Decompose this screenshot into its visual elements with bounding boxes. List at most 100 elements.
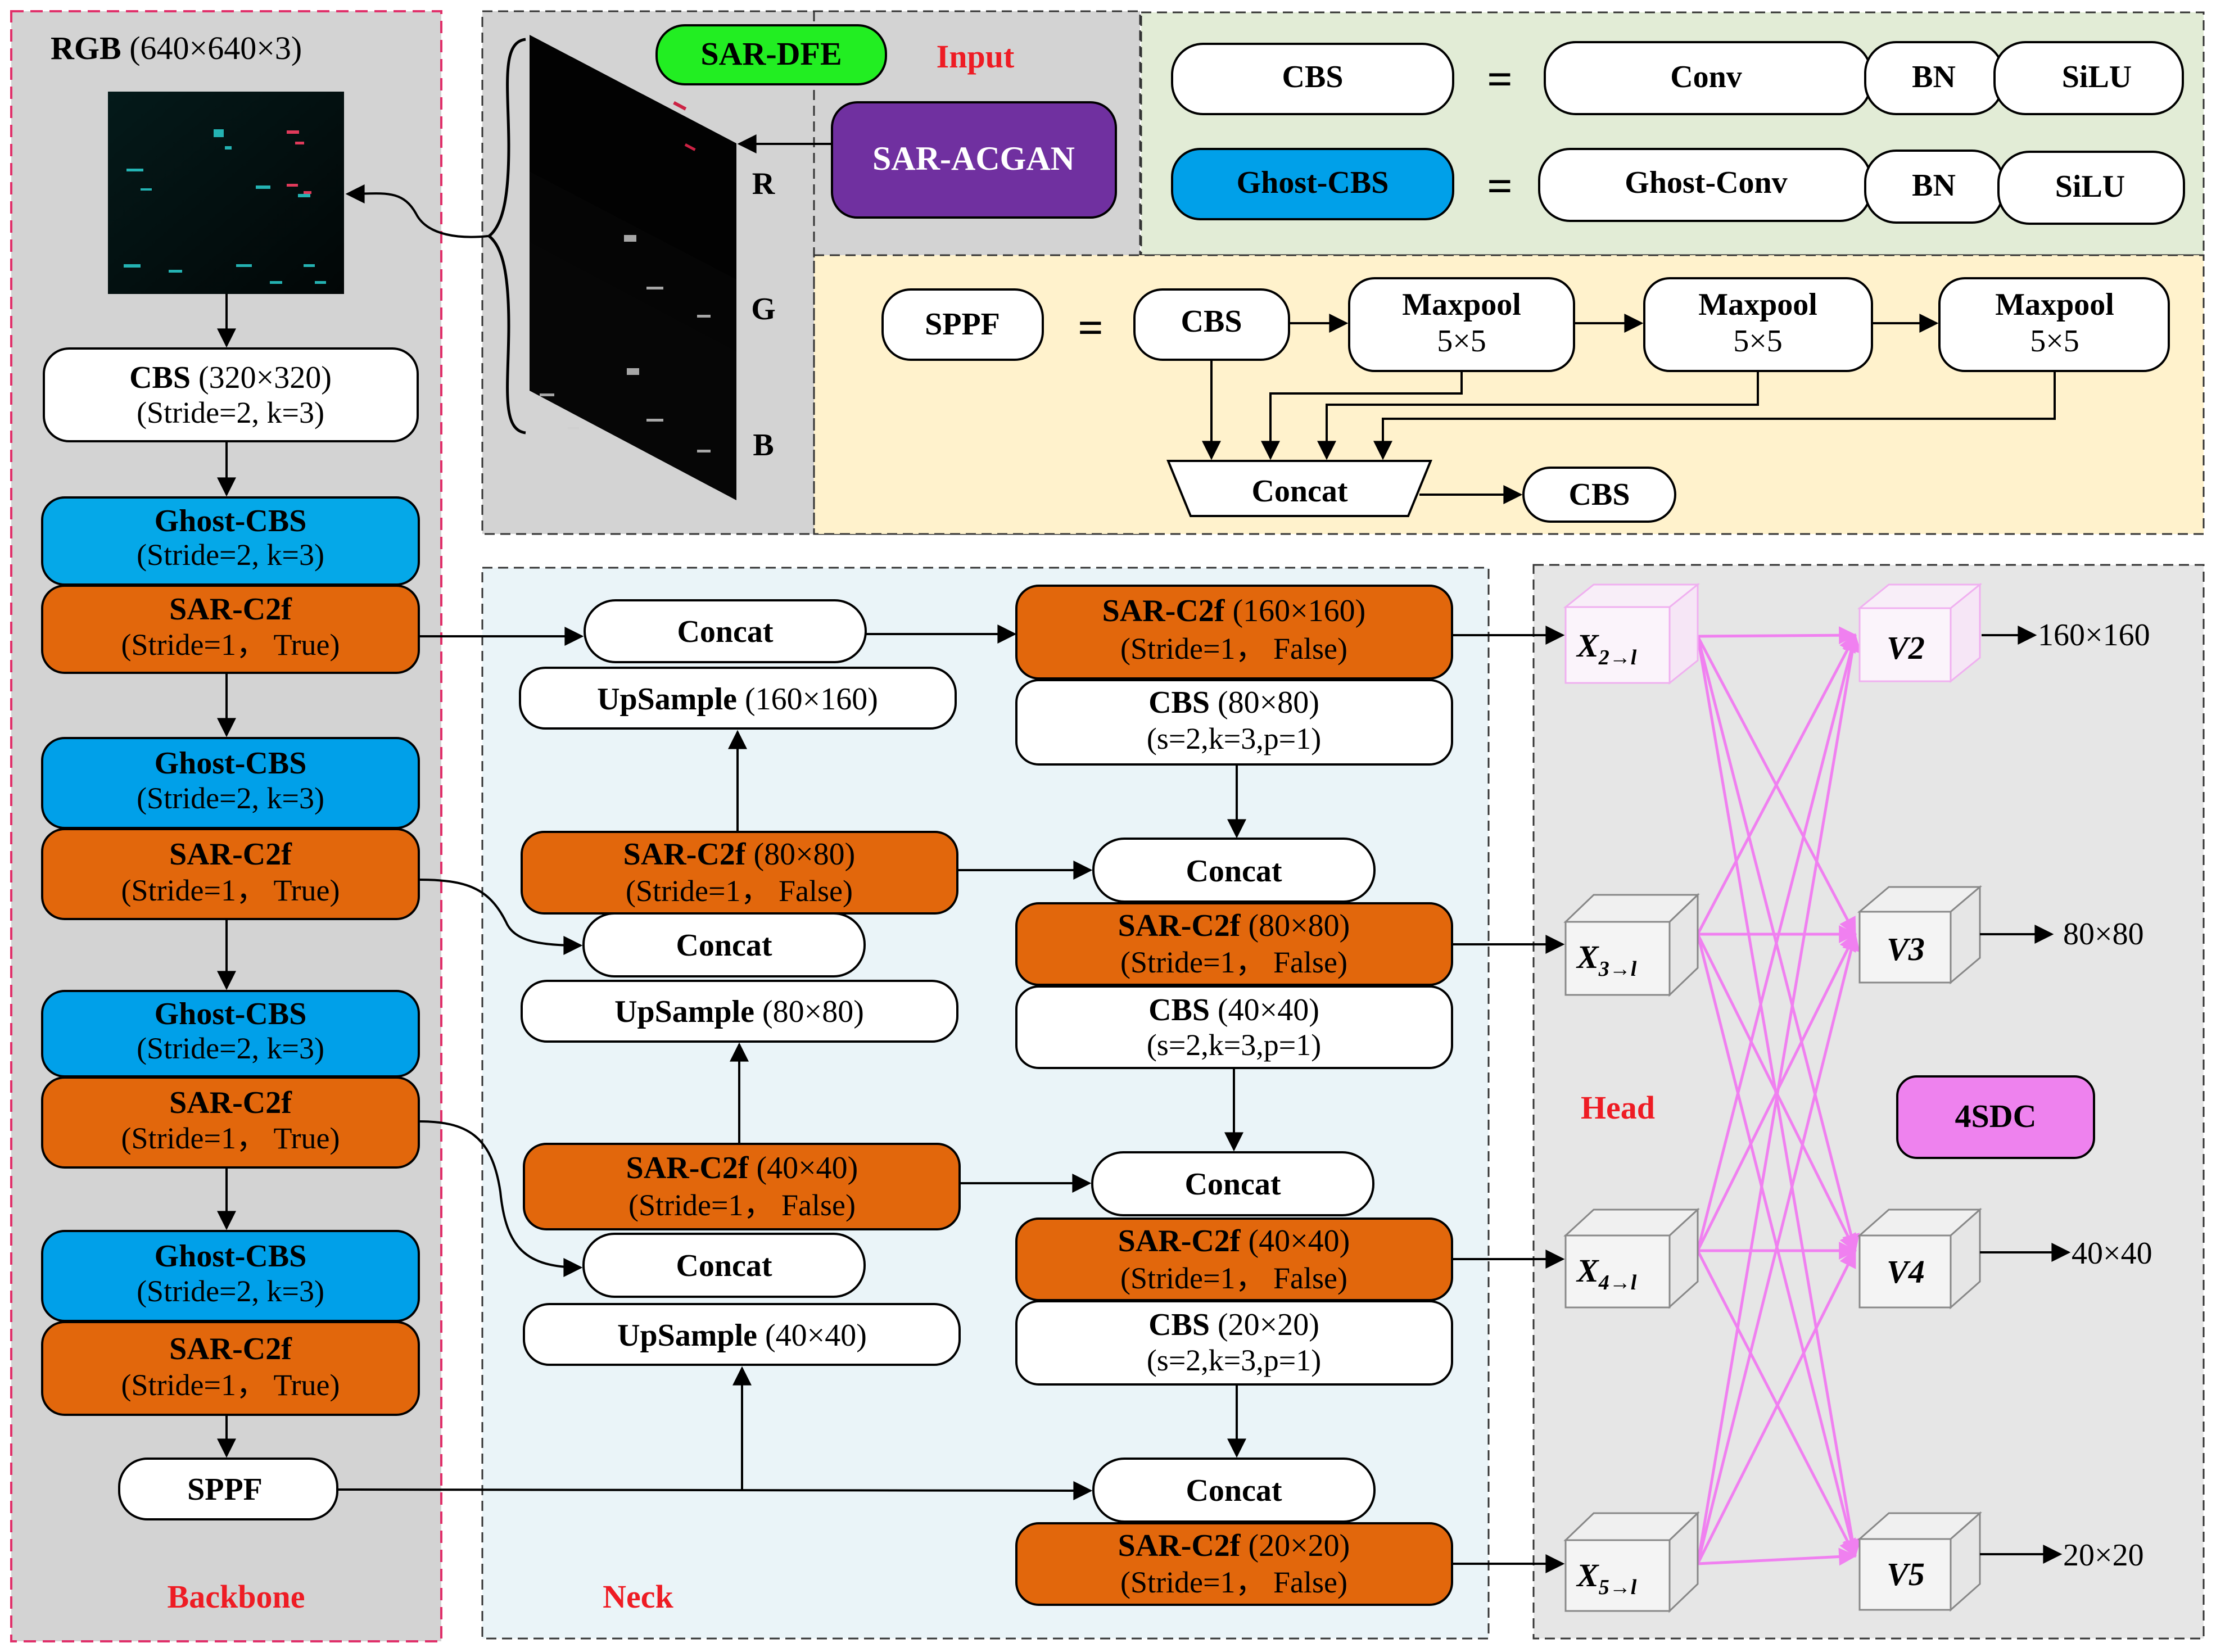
v4-cube: V4 — [1857, 1207, 1982, 1310]
svg-text:SAR-C2f (160×160): SAR-C2f (160×160) — [1102, 594, 1366, 628]
legend-concat-trapezoid: Concat — [1166, 460, 1432, 517]
legend-silu-pill-1: SiLU — [1993, 41, 2184, 115]
channel-image-b — [530, 242, 736, 500]
size-160: 160×160 — [2038, 618, 2150, 653]
legend-eq-1: = — [1487, 55, 1513, 105]
svg-text:V2: V2 — [1887, 630, 1925, 666]
svg-text:4SDC: 4SDC — [1955, 1098, 2036, 1134]
svg-text:Concat: Concat — [1251, 474, 1347, 509]
svg-text:(Stride=1， True): (Stride=1， True) — [121, 873, 340, 907]
ghost-cbs-box-1: Ghost-CBS (Stride=2, k=3) — [41, 496, 420, 586]
svg-text:CBS: CBS — [1181, 304, 1242, 339]
svg-text:Ghost-CBS: Ghost-CBS — [155, 997, 307, 1031]
svg-text:Maxpool: Maxpool — [1698, 287, 1817, 322]
legend-maxpool-3: Maxpool 5×5 — [1938, 277, 2170, 372]
svg-text:UpSample (40×40): UpSample (40×40) — [617, 1318, 867, 1353]
svg-text:SPPF: SPPF — [187, 1472, 263, 1507]
head-link-x4-v2 — [1696, 633, 1860, 1251]
neck-concat-20: Concat — [1092, 1458, 1376, 1523]
svg-text:CBS (40×40): CBS (40×40) — [1148, 993, 1319, 1028]
v3-cube: V3 — [1857, 885, 1983, 985]
svg-text:(Stride=2, k=3): (Stride=2, k=3) — [137, 781, 324, 815]
legend-bn-pill-1: BN — [1864, 41, 2004, 115]
neck-sar-c2f-80-right: SAR-C2f (80×80) (Stride=1， False) — [1015, 902, 1453, 986]
input-label: Input — [937, 38, 1015, 75]
neck-sar-c2f-40-right: SAR-C2f (40×40) (Stride=1， False) — [1015, 1217, 1453, 1301]
svg-text:CBS (20×20): CBS (20×20) — [1148, 1307, 1319, 1342]
svg-text:(s=2,k=3,p=1): (s=2,k=3,p=1) — [1147, 1028, 1321, 1062]
neck-sar-c2f-80-left: SAR-C2f (80×80) (Stride=1， False) — [521, 831, 958, 915]
cbs-320-box: CBS (320×320) (Stride=2, k=3) — [43, 347, 419, 442]
ghost-cbs-box-3: Ghost-CBS (Stride=2, k=3) — [41, 990, 420, 1078]
legend-ghost-cbs-pill: Ghost-CBS — [1171, 148, 1454, 220]
size-20: 20×20 — [2063, 1538, 2144, 1573]
head-link-x5-v4 — [1696, 1249, 1857, 1565]
svg-text:SAR-C2f (40×40): SAR-C2f (40×40) — [626, 1151, 858, 1185]
svg-text:Concat: Concat — [676, 928, 772, 963]
svg-text:(Stride=2, k=3): (Stride=2, k=3) — [137, 538, 324, 572]
svg-text:5×5: 5×5 — [1733, 324, 1783, 359]
svg-text:UpSample (160×160): UpSample (160×160) — [597, 682, 878, 717]
svg-text:(Stride=1， False): (Stride=1， False) — [1120, 1261, 1347, 1295]
svg-text:UpSample (80×80): UpSample (80×80) — [614, 994, 864, 1029]
sppf-box: SPPF — [118, 1458, 338, 1520]
neck-upsample-80: UpSample (80×80) — [521, 980, 958, 1043]
arrow-bb2-concat80 — [418, 879, 583, 955]
svg-text:Concat: Concat — [1186, 1473, 1282, 1508]
arrow-brace-rgb — [345, 184, 489, 238]
svg-text:SAR-C2f: SAR-C2f — [169, 1332, 292, 1366]
svg-text:Ghost-CBS: Ghost-CBS — [155, 1239, 307, 1274]
svg-text:5×5: 5×5 — [1437, 324, 1486, 359]
sar-c2f-box-1: SAR-C2f (Stride=1， True) — [41, 585, 420, 674]
legend-sppf-out-cbs: CBS — [1522, 467, 1676, 523]
neck-concat-40-left: Concat — [582, 1233, 866, 1298]
neck-sar-c2f-20: SAR-C2f (20×20) (Stride=1， False) — [1015, 1522, 1453, 1606]
svg-text:(s=2,k=3,p=1): (s=2,k=3,p=1) — [1147, 1343, 1321, 1377]
size-80: 80×80 — [2063, 917, 2144, 952]
neck-upsample-160: UpSample (160×160) — [519, 667, 957, 730]
head-label: Head — [1581, 1089, 1655, 1126]
neck-label: Neck — [603, 1578, 673, 1615]
legend-maxpool-2: Maxpool 5×5 — [1643, 277, 1873, 372]
neck-upsample-40: UpSample (40×40) — [523, 1303, 961, 1366]
neck-concat-160: Concat — [584, 599, 867, 663]
svg-text:(Stride=1， False): (Stride=1， False) — [626, 874, 853, 908]
x4-cube: X4→l — [1563, 1207, 1700, 1309]
svg-text:Maxpool: Maxpool — [1995, 287, 2114, 322]
legend-conv-pill: Conv — [1544, 41, 1872, 115]
svg-text:(Stride=1， True): (Stride=1， True) — [121, 1368, 340, 1402]
channel-label-b: B — [753, 428, 774, 463]
svg-text:V3: V3 — [1887, 931, 1925, 967]
ghost-cbs-box-2: Ghost-CBS (Stride=2, k=3) — [41, 737, 420, 829]
channel-brace — [487, 38, 526, 435]
sdc-badge: 4SDC — [1896, 1075, 2095, 1159]
sar-c2f-box-2: SAR-C2f (Stride=1， True) — [41, 828, 420, 920]
x3-cube: X3→l — [1563, 893, 1700, 997]
svg-text:SAR-DFE: SAR-DFE — [700, 35, 842, 72]
channel-label-r: R — [752, 166, 775, 201]
svg-text:5×5: 5×5 — [2030, 324, 2079, 359]
svg-text:X4→l: X4→l — [1576, 1252, 1637, 1295]
svg-text:CBS: CBS — [1569, 477, 1630, 512]
svg-text:(s=2,k=3,p=1): (s=2,k=3,p=1) — [1147, 722, 1321, 755]
svg-text:Concat: Concat — [1184, 1167, 1281, 1202]
svg-text:CBS: CBS — [1282, 60, 1344, 94]
svg-text:(Stride=1， True): (Stride=1， True) — [121, 628, 340, 662]
rgb-title: RGB (640×640×3) — [51, 30, 302, 66]
svg-text:CBS (320×320): CBS (320×320) — [129, 360, 332, 395]
x2-cube: X2→l — [1563, 582, 1701, 685]
rgb-image — [108, 92, 344, 294]
svg-text:(Stride=1， False): (Stride=1， False) — [1120, 945, 1347, 979]
sppf-connectors — [1202, 360, 2056, 460]
svg-text:(Stride=2, k=3): (Stride=2, k=3) — [137, 1274, 324, 1308]
legend-eq-2: = — [1487, 162, 1513, 211]
svg-text:SAR-C2f: SAR-C2f — [169, 837, 292, 872]
legend-bn-pill-2: BN — [1864, 150, 2004, 224]
svg-text:Concat: Concat — [677, 614, 773, 649]
v5-cube: V5 — [1857, 1511, 1982, 1612]
legend-cbs-pill: CBS — [1171, 43, 1454, 115]
svg-text:SAR-C2f: SAR-C2f — [169, 592, 292, 627]
svg-text:SAR-C2f: SAR-C2f — [169, 1085, 292, 1120]
backbone-label: Backbone — [168, 1578, 305, 1615]
